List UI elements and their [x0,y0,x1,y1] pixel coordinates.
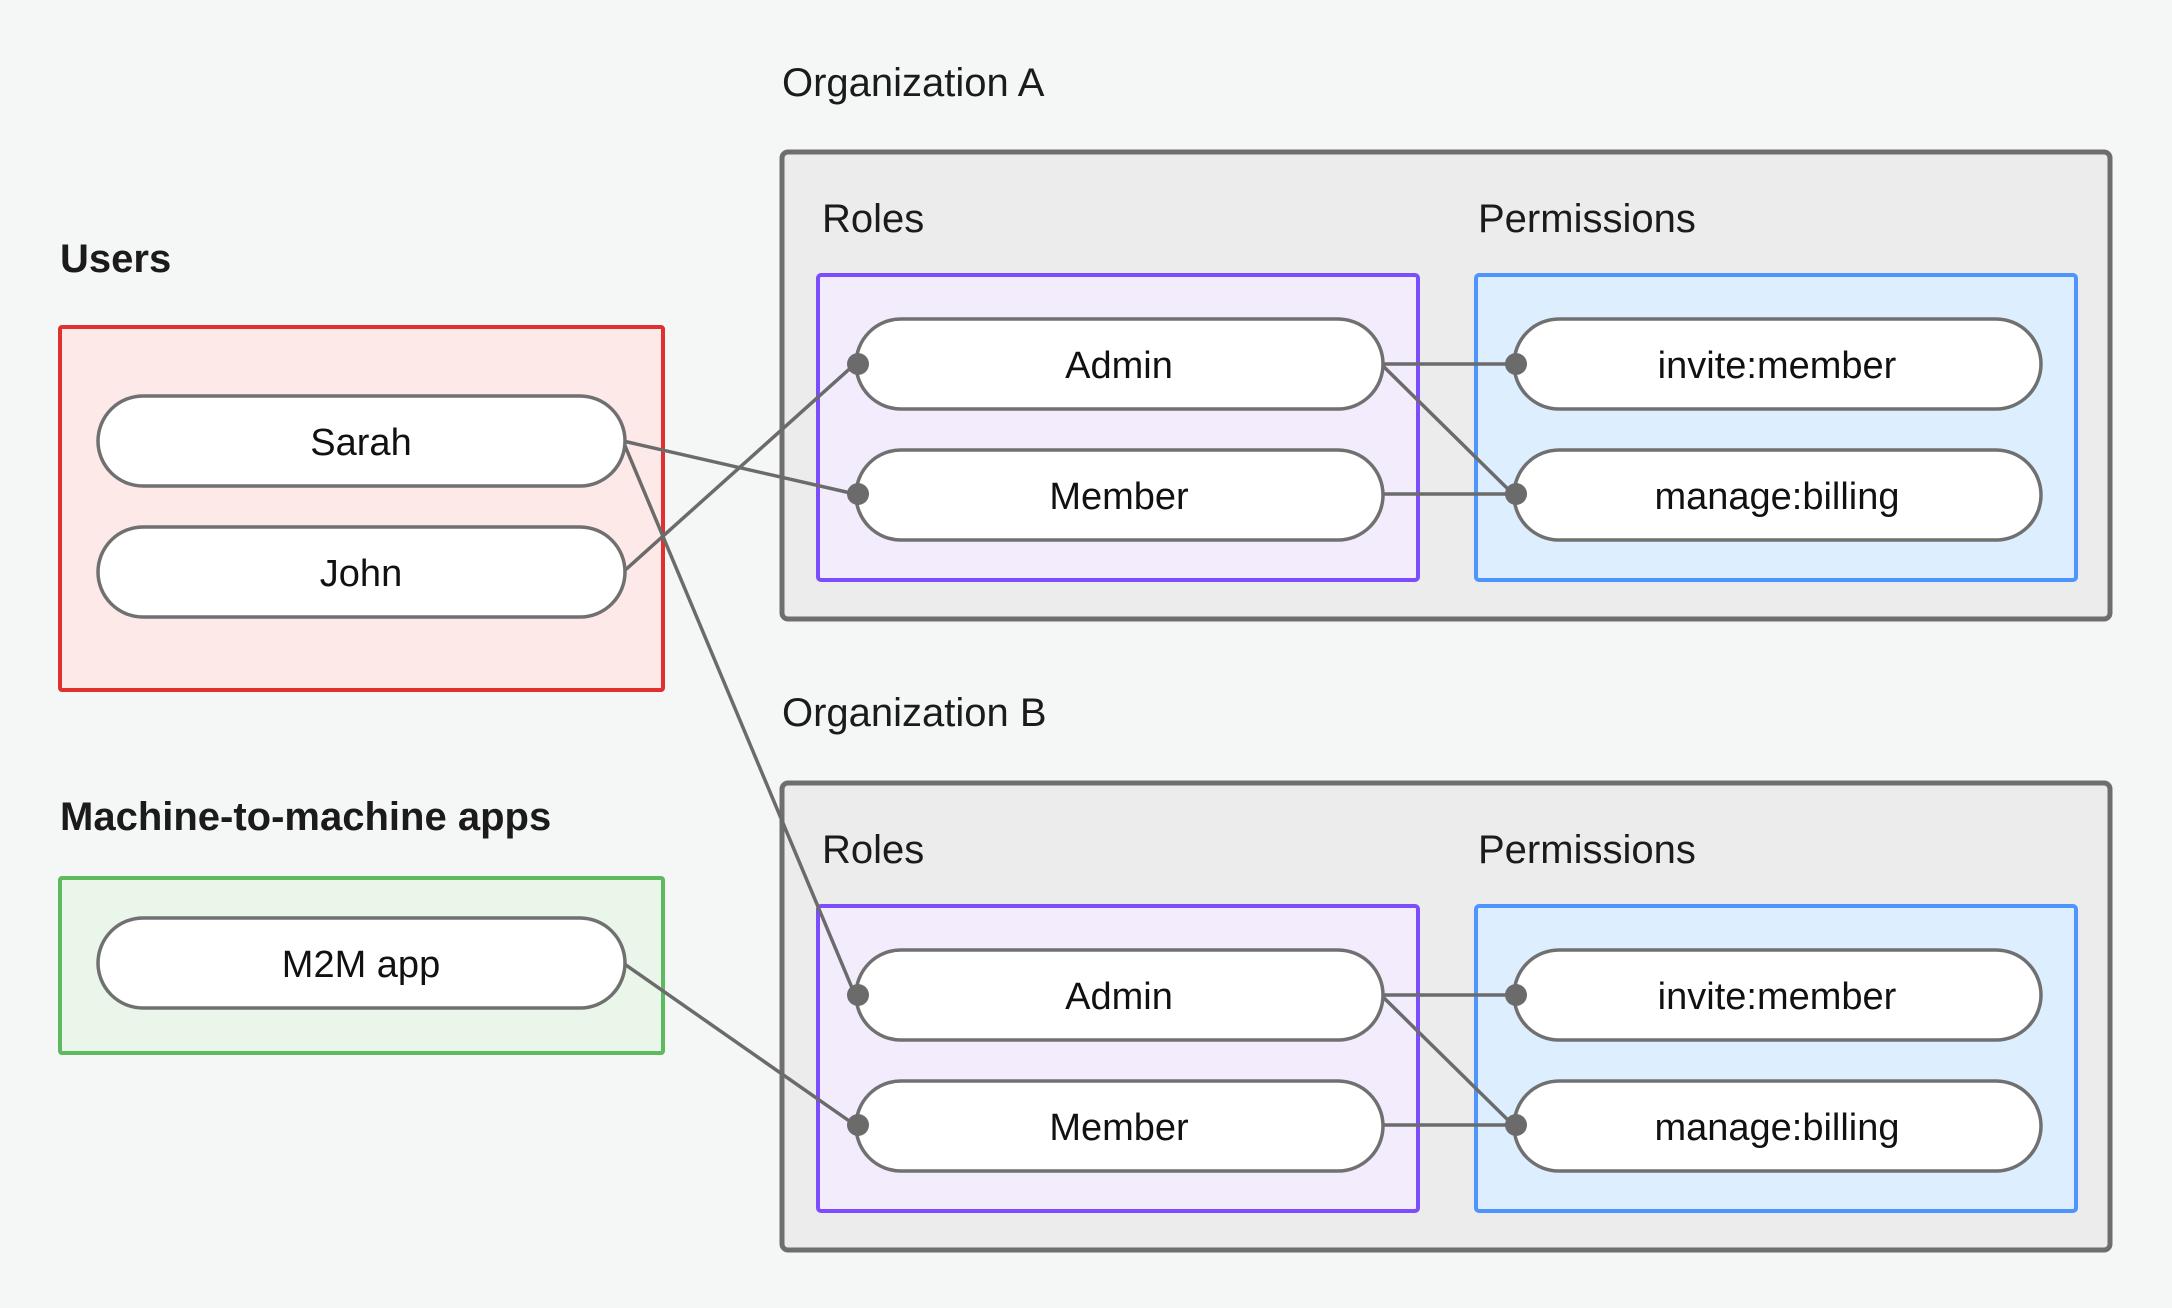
org-a-permissions-label: Permissions [1478,197,1696,241]
endpoint-dot-invite-a [1505,353,1527,375]
org-b-label: Organization B [782,691,1047,735]
edge-endpoint-layer [847,353,1527,1136]
node-admin-a-label: Admin [1065,345,1173,387]
node-manage-billing-a-label: manage:billing [1654,476,1899,518]
edge-sarah-admin-b [621,440,857,996]
org-b-roles-label: Roles [822,828,924,872]
node-invite-member-a-label: invite:member [1658,345,1897,387]
endpoint-dot-invite-b [1505,984,1527,1006]
node-sarah[interactable]: Sarah [96,394,627,488]
edge-sarah-member-a [622,439,856,496]
edge-admin-a-billing [1379,362,1515,496]
org-b-permissions-label: Permissions [1478,828,1696,872]
org-a-label: Organization A [782,61,1045,105]
users-container [58,325,665,692]
endpoint-dot-member-a [847,483,869,505]
node-john[interactable]: John [96,525,627,619]
edge-layer [621,362,1515,1127]
node-m2m-app[interactable]: M2M app [96,916,627,1010]
node-admin-b-label: Admin [1065,976,1173,1018]
m2m-group-label: Machine-to-machine apps [60,795,551,839]
node-member-a-label: Member [1049,476,1189,518]
node-invite-member-b[interactable]: invite:member [1512,948,2043,1042]
node-invite-member-b-label: invite:member [1658,976,1897,1018]
node-member-b-label: Member [1049,1107,1189,1149]
users-group-label: Users [60,237,171,281]
node-sarah-label: Sarah [310,422,411,464]
node-admin-b[interactable]: Admin [854,948,1385,1042]
node-manage-billing-b[interactable]: manage:billing [1512,1079,2043,1173]
node-member-a[interactable]: Member [854,448,1385,542]
node-member-b[interactable]: Member [854,1079,1385,1173]
node-manage-billing-b-label: manage:billing [1654,1107,1899,1149]
node-m2m-app-label: M2M app [282,944,440,986]
node-admin-a[interactable]: Admin [854,317,1385,411]
endpoint-dot-admin-a [847,353,869,375]
org-a-roles-label: Roles [822,197,924,241]
node-invite-member-a[interactable]: invite:member [1512,317,2043,411]
endpoint-dot-admin-b [847,984,869,1006]
edge-admin-b-billing [1379,993,1515,1127]
node-manage-billing-a[interactable]: manage:billing [1512,448,2043,542]
node-john-label: John [320,553,402,595]
endpoint-dot-billing-b [1505,1114,1527,1136]
edge-m2m-member-b [621,961,857,1127]
endpoint-dot-member-b [847,1114,869,1136]
endpoint-dot-billing-a [1505,483,1527,505]
